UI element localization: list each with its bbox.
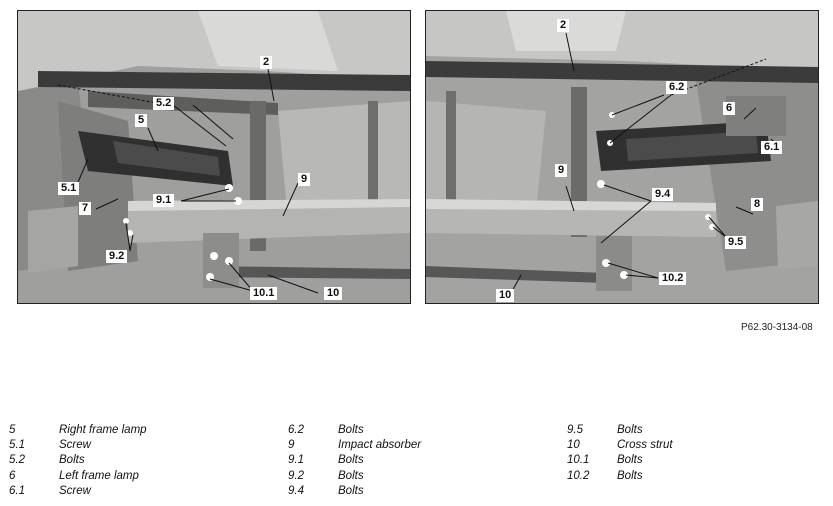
legend-number: 9 (288, 439, 295, 452)
legend-item: 5 Right frame lamp (9, 424, 147, 439)
legend-label: Bolts (338, 424, 364, 436)
legend-number: 5.2 (9, 454, 25, 467)
right-photo-panel: 2 6.2 6 6.1 9 9.4 8 9.5 10.2 10 (425, 10, 819, 304)
legend-label: Cross strut (617, 439, 673, 452)
callout-9-4: 9.4 (652, 188, 674, 201)
legend-number: 9.5 (567, 424, 583, 436)
legend-label: Bolts (617, 454, 643, 467)
legend-number: 5.1 (9, 439, 25, 452)
legend-number: 6.2 (288, 424, 304, 436)
callout-6: 6 (723, 102, 736, 115)
legend-item: 6.1 Screw (9, 485, 147, 500)
callout-5-1: 5.1 (58, 182, 80, 195)
legend-number: 5 (9, 424, 16, 436)
callout-9: 9 (298, 173, 311, 186)
legend-item: 5.1 Screw (9, 439, 147, 454)
legend-number: 6.1 (9, 484, 25, 497)
callout-6-2: 6.2 (666, 81, 688, 94)
legend-number: 9.2 (288, 469, 304, 482)
legend-label: Right frame lamp (59, 424, 147, 436)
legend-number: 9.1 (288, 454, 304, 467)
legend-label: Bolts (617, 424, 643, 436)
callout-10-2: 10.2 (659, 272, 687, 285)
right-illustration (426, 11, 818, 303)
legend-label: Left frame lamp (59, 469, 139, 482)
legend-label: Bolts (59, 454, 85, 467)
legend-number: 6 (9, 469, 16, 482)
legend-label: Screw (59, 439, 91, 452)
legend-item: 10 Cross strut (567, 439, 673, 454)
legend-label: Bolts (338, 454, 364, 467)
callout-9: 9 (555, 164, 568, 177)
callout-9-5: 9.5 (725, 236, 747, 249)
callout-8: 8 (751, 198, 764, 211)
left-photo-panel: 2 5.2 5 5.1 7 9.1 9 9.2 10.1 10 (17, 10, 411, 304)
legend-number: 10.1 (567, 454, 590, 467)
legend-item: 9.2 Bolts (288, 470, 421, 485)
legend-label: Bolts (338, 484, 364, 497)
legend-item: 6 Left frame lamp (9, 470, 147, 485)
callout-5: 5 (135, 114, 148, 127)
legend-label: Bolts (617, 469, 643, 482)
legend-item: 10.2 Bolts (567, 470, 673, 485)
legend-number: 9.4 (288, 484, 304, 497)
figure-reference: P62.30-3134-08 (741, 322, 813, 333)
legend-item: 9 Impact absorber (288, 439, 421, 454)
legend-item: 9.4 Bolts (288, 485, 421, 500)
legend-label: Bolts (338, 469, 364, 482)
left-illustration (18, 11, 410, 303)
callout-10-1: 10.1 (250, 287, 278, 300)
callout-5-2: 5.2 (153, 97, 175, 110)
callout-9-1: 9.1 (153, 194, 175, 207)
callout-9-2: 9.2 (106, 250, 128, 263)
legend-item: 5.2 Bolts (9, 454, 147, 469)
callout-6-1: 6.1 (761, 141, 783, 154)
legend-label: Impact absorber (338, 439, 422, 452)
legend-item: 6.2 Bolts (288, 424, 421, 439)
callout-2: 2 (260, 56, 273, 69)
legend-number: 10 (567, 439, 580, 452)
legend-item: 9.1 Bolts (288, 454, 421, 469)
legend-item: 10.1 Bolts (567, 454, 673, 469)
callout-7: 7 (79, 202, 92, 215)
legend-label: Screw (59, 484, 91, 497)
legend-item: 9.5 Bolts (567, 424, 673, 439)
legend-number: 10.2 (567, 469, 590, 482)
callout-10: 10 (496, 289, 515, 302)
callout-2: 2 (557, 19, 570, 32)
callout-10: 10 (324, 287, 343, 300)
